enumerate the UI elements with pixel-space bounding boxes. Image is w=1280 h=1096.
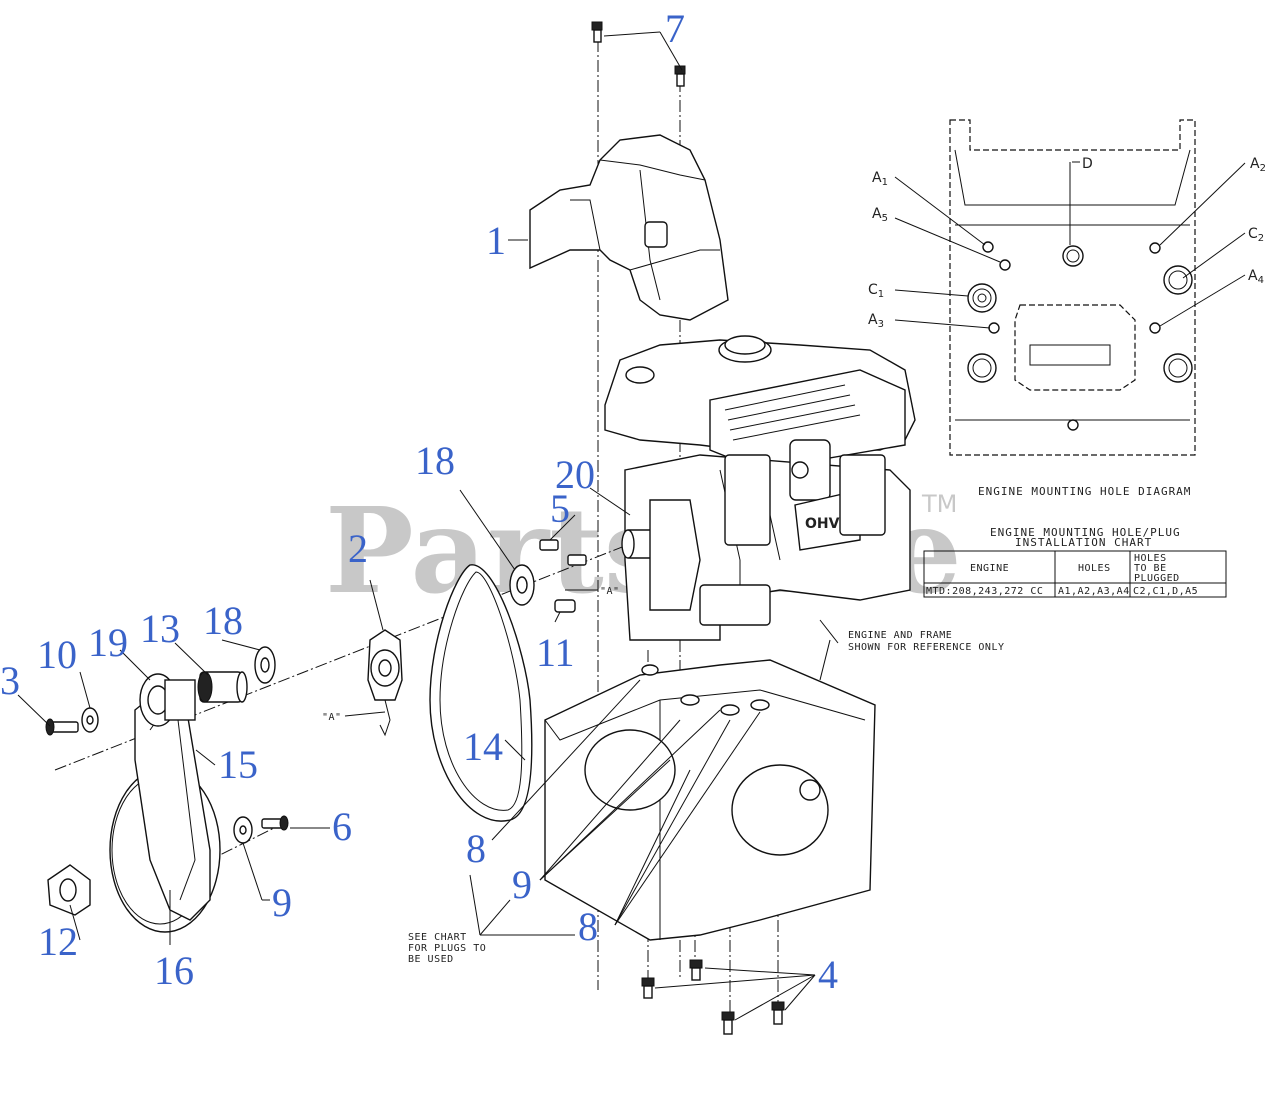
callout-18-right: 18: [415, 438, 455, 483]
callout-9: 9: [512, 862, 532, 907]
chart-header-holes2: HOLES: [1134, 553, 1167, 564]
callout-1: 1: [486, 218, 506, 263]
chart-header-tobe: TO BE: [1134, 563, 1167, 574]
watermark-tm: TM: [921, 490, 957, 518]
part-bolt-12: [554, 599, 576, 613]
part-bearing-housing: [139, 673, 196, 727]
callout-7: 7: [665, 6, 685, 51]
part-bolts-bottom: [641, 959, 785, 1035]
part-idler-bracket: [367, 629, 403, 737]
part-washer-11: [81, 707, 99, 733]
leader-lines: [17, 31, 839, 1021]
callout-11: 10: [37, 632, 77, 677]
mounting-hole-diagram: [894, 119, 1246, 456]
chart-cell-engine: MTD:208,243,272 CC: [926, 586, 1043, 597]
part-bolt-3: [45, 718, 79, 736]
label-a5: A5: [872, 206, 888, 224]
callout-12: 11: [536, 630, 575, 675]
note-ref-a-right: "A": [600, 586, 620, 597]
note-see-chart-1: SEE CHART: [408, 932, 467, 943]
callout-13: 12: [38, 919, 78, 964]
label-a1: A1: [872, 170, 888, 188]
part-bolt-6: [261, 815, 289, 831]
callout-14: 13: [140, 606, 180, 651]
part-washer-10: [233, 816, 253, 844]
note-see-chart-2: FOR PLUGS TO: [408, 943, 486, 954]
label-c2: C2: [1248, 226, 1264, 244]
part-spacer-sleeve: [197, 671, 248, 703]
part-washer-right: [509, 564, 535, 606]
callout-19: 19: [88, 620, 128, 665]
label-a4: A4: [1248, 268, 1264, 286]
callout-3: 3: [0, 658, 20, 703]
part-bearing-plate: [47, 864, 91, 916]
part-bolt-5: [539, 539, 587, 566]
callout-8-lower: 8: [578, 904, 598, 949]
chart-title-2: INSTALLATION CHART: [1015, 536, 1152, 549]
callout-6: 6: [332, 804, 352, 849]
callout-20: 20: [555, 452, 595, 497]
note-engine-frame-1: ENGINE AND FRAME: [848, 630, 952, 641]
part-shroud: [529, 134, 729, 321]
callout-8-upper: 8: [466, 826, 486, 871]
note-ref-a-left: "A": [322, 712, 342, 723]
ohv-mark: OHV: [805, 516, 840, 532]
label-a2: A2: [1250, 156, 1266, 174]
callout-5: 5: [550, 486, 570, 531]
note-see-chart-3: BE USED: [408, 954, 454, 965]
frame-reference: [544, 659, 876, 941]
chart-header-holes: HOLES: [1078, 563, 1111, 574]
callout-18-left: 18: [203, 598, 243, 643]
callout-4: 4: [818, 952, 838, 997]
callout-2: 2: [348, 526, 368, 571]
part-washer-left: [254, 646, 276, 684]
engine-reference: OHV: [604, 335, 916, 641]
chart-header-plugged: PLUGGED: [1134, 573, 1180, 584]
chart-cell-plugged: C2,C1,D,A5: [1133, 586, 1198, 597]
note-engine-frame-2: SHOWN FOR REFERENCE ONLY: [848, 642, 1005, 653]
callout-10: 9: [272, 880, 292, 925]
chart-title-1: ENGINE MOUNTING HOLE/PLUG: [990, 526, 1181, 539]
plug-chart-table: [923, 550, 1227, 598]
callout-16: 15: [218, 742, 258, 787]
label-a3: A3: [868, 312, 884, 330]
callout-17: 16: [154, 948, 194, 993]
label-c1: C1: [868, 282, 884, 300]
diagram-caption: ENGINE MOUNTING HOLE DIAGRAM: [978, 485, 1191, 498]
chart-cell-holes: A1,A2,A3,A4: [1058, 586, 1130, 597]
chart-header-engine: ENGINE: [970, 563, 1009, 574]
label-d: D: [1082, 156, 1093, 172]
callout-15: 14: [463, 724, 503, 769]
